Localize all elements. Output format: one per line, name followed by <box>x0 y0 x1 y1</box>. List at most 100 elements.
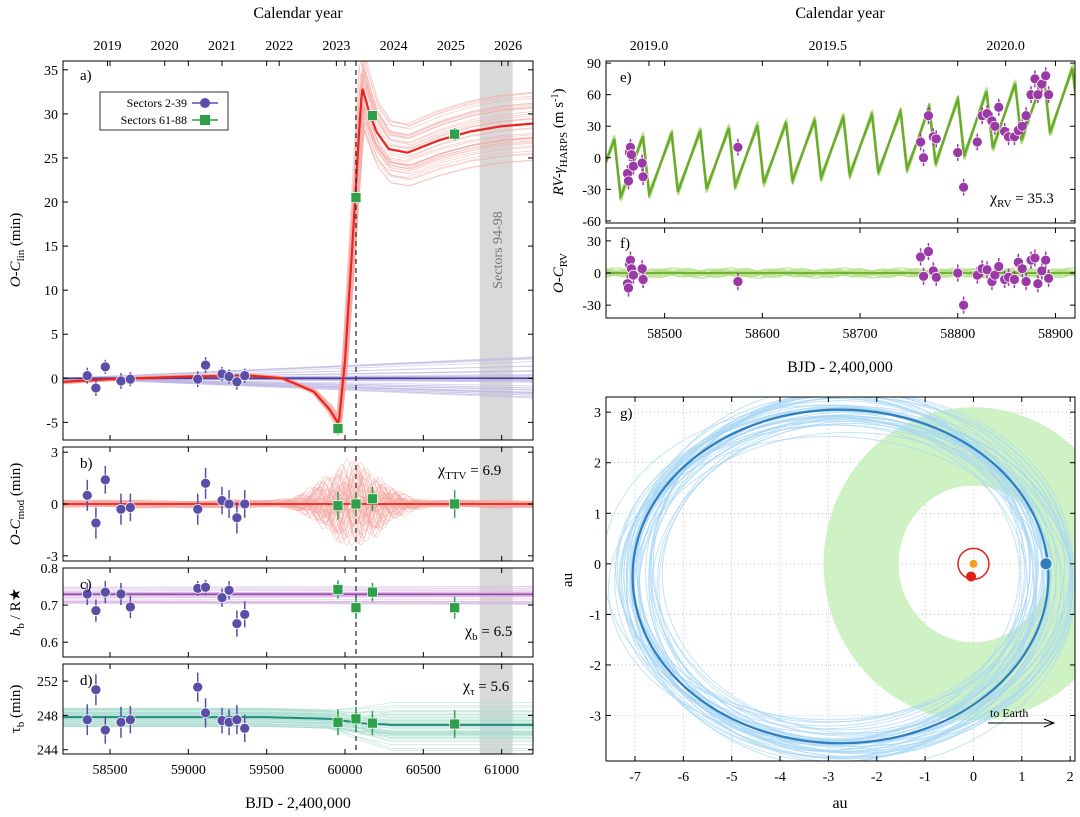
y-tick-label: -3 <box>46 550 58 565</box>
impact-draw <box>63 586 533 589</box>
y-tick-label: 0 <box>594 267 601 282</box>
rv-residual-point <box>623 282 634 294</box>
panel-b-label: b) <box>80 456 93 472</box>
tess-early-point <box>216 592 228 604</box>
tess-late-point <box>449 498 461 510</box>
rv-residual-point <box>637 274 649 285</box>
tess-early-point <box>81 490 93 501</box>
y-tick-label: 244 <box>37 744 58 759</box>
y-tick-label: 2 <box>594 457 601 472</box>
tess-late-point <box>367 110 378 121</box>
rv-model-line <box>606 67 1075 200</box>
x-tick-label: 59000 <box>171 763 206 778</box>
rv-point <box>918 152 929 164</box>
tess-early-point <box>81 370 93 382</box>
top-tick-label: 2019 <box>93 39 121 54</box>
y-tick-label: 3 <box>51 446 58 461</box>
rv-point <box>993 101 1005 113</box>
map-y-label: au <box>560 572 576 587</box>
orbit-draw <box>652 397 1038 737</box>
impact-draw <box>63 588 533 590</box>
x-tick-label: 59500 <box>249 763 284 778</box>
y-tick-label: 30 <box>587 120 601 135</box>
linear-draw <box>63 361 533 379</box>
to-earth-arrowhead <box>1043 718 1056 728</box>
tess-late-point <box>332 584 344 595</box>
y-tick-label: -30 <box>582 299 601 314</box>
panel-a-label: a) <box>80 68 92 84</box>
y-tick-label: -3 <box>589 710 601 725</box>
rv-residual-point <box>915 251 926 263</box>
sector-band <box>479 664 513 754</box>
duration-draw <box>63 707 533 715</box>
tess-late-point <box>367 717 378 729</box>
y-tick-label: 90 <box>587 57 601 72</box>
tess-late-point <box>449 128 461 140</box>
y-tick-label: 25 <box>44 152 58 167</box>
top-tick-label: 2022 <box>265 39 293 54</box>
x-tick-label: 58600 <box>745 327 780 342</box>
y-tick-label: 0 <box>594 558 601 573</box>
tess-late-point <box>332 500 344 512</box>
tess-late-point <box>367 493 378 505</box>
rv-residual-point <box>1043 273 1054 284</box>
rv-point <box>971 136 983 148</box>
tess-late-point <box>367 586 378 598</box>
x-tick-label: 60500 <box>406 763 441 778</box>
rv-point <box>952 147 964 158</box>
rv-residual-point <box>918 270 929 282</box>
map-x-label: au <box>832 795 847 812</box>
orbit-draw <box>629 418 1065 754</box>
rv-residual-point <box>1029 252 1041 264</box>
chi-tau-label: χτ = 5.6 <box>462 678 510 698</box>
orbit-draw <box>645 397 1025 751</box>
chi-ttv-label: χTTV = 6.9 <box>437 462 501 482</box>
tess-early-point <box>223 498 235 510</box>
orbit-draw <box>619 420 1074 748</box>
rv-residual-point <box>628 269 639 281</box>
tess-early-point <box>239 722 251 734</box>
rv-point <box>915 136 926 148</box>
x-tick-label: -4 <box>774 770 786 785</box>
y-tick-label: 30 <box>587 235 601 250</box>
tess-early-point <box>125 373 136 385</box>
chi-b-label: χb = 6.5 <box>464 623 512 643</box>
tess-early-point <box>99 724 111 736</box>
y-tick-label: -2 <box>589 659 601 674</box>
rv-point <box>923 110 934 122</box>
tess-early-point <box>90 517 102 529</box>
tess-late-point <box>332 423 344 434</box>
tess-early-point <box>200 707 211 719</box>
x-tick-label: 2 <box>1067 770 1074 785</box>
impact-draw <box>63 598 533 601</box>
ylabel-a: O-Clin (min) <box>8 213 27 288</box>
tess-late-point <box>350 192 362 203</box>
panel-f-label: f) <box>620 236 630 252</box>
linear-draw <box>63 377 533 399</box>
orbit-draw <box>621 415 1075 750</box>
ylabel-b: O-Cmod (min) <box>8 463 27 545</box>
duration-draw <box>63 723 533 739</box>
tess-early-point <box>90 382 102 394</box>
rv-point <box>930 133 942 145</box>
tess-early-point <box>231 512 243 524</box>
tess-early-point <box>125 601 136 613</box>
top-tick-label: 2020.0 <box>986 39 1025 54</box>
y-tick-label: 0.6 <box>41 636 59 651</box>
rv-residual-point <box>1032 278 1044 290</box>
rv-residual-point <box>1009 274 1020 285</box>
legend-item-2: Sectors 61-88 <box>121 113 187 127</box>
ylabel-c: bb / R★ <box>8 588 27 636</box>
tess-early-point <box>200 359 211 371</box>
ylabel-d: τb (min) <box>8 685 27 734</box>
tess-early-point <box>231 618 243 629</box>
ttv-draw <box>63 108 533 422</box>
tess-early-point <box>81 714 93 726</box>
rv-point <box>1032 89 1044 101</box>
impact-draw <box>63 586 533 588</box>
x-tick-label: -7 <box>629 770 641 785</box>
sector-band-label: Sectors 94-98 <box>491 211 506 288</box>
y-tick-label: 1 <box>594 507 601 522</box>
